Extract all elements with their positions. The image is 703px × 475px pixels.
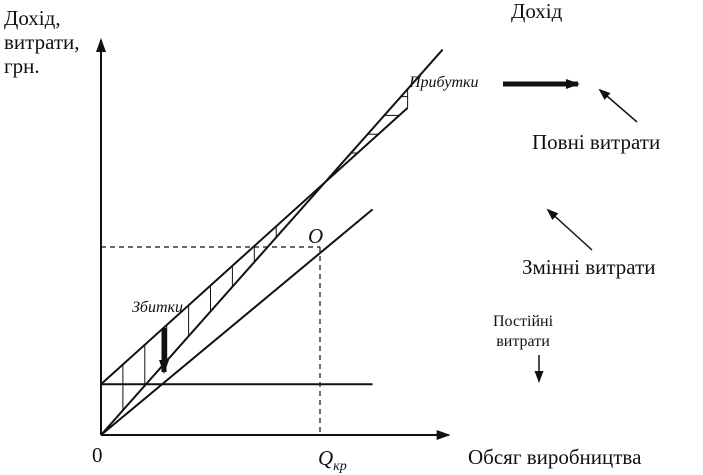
total-cost-label: Повні витрати	[532, 130, 661, 154]
variable-cost-line	[100, 208, 374, 436]
revenue-label: Дохід	[511, 0, 563, 23]
y-axis-label-line-3: грн.	[4, 54, 40, 78]
loss-label: Збитки	[132, 299, 184, 316]
profit-label: Прибутки	[409, 74, 479, 91]
revenue-line	[100, 48, 444, 436]
hatch-group	[122, 89, 409, 411]
axes-group	[96, 37, 451, 440]
y-axis-label-line-2: витрати,	[4, 30, 80, 54]
series-group	[100, 48, 444, 436]
arrows-group	[159, 79, 638, 383]
guides-group	[101, 246, 321, 435]
x-axis-label: Обсяг виробництва	[468, 445, 642, 469]
fixed-cost-label: Постійні витрати	[493, 312, 553, 352]
origin-label: 0	[92, 443, 103, 467]
total-cost-pointer	[598, 88, 638, 123]
breakeven-point-label: O	[308, 224, 324, 248]
variable-cost-pointer	[546, 208, 593, 251]
total-cost-line	[100, 107, 409, 385]
q-subscript: кр	[333, 459, 347, 475]
variable-cost-label: Змінні витрати	[522, 255, 656, 279]
fixed-cost-label-line-2: витрати	[496, 333, 550, 350]
fixed-cost-label-line-1: Постійні	[493, 313, 554, 330]
breakeven-quantity-label: Qкр	[318, 447, 347, 475]
q-symbol: Q	[318, 446, 334, 470]
y-axis-label: Дохід, витрати, грн.	[4, 6, 80, 78]
y-axis-label-line-1: Дохід,	[4, 6, 61, 30]
